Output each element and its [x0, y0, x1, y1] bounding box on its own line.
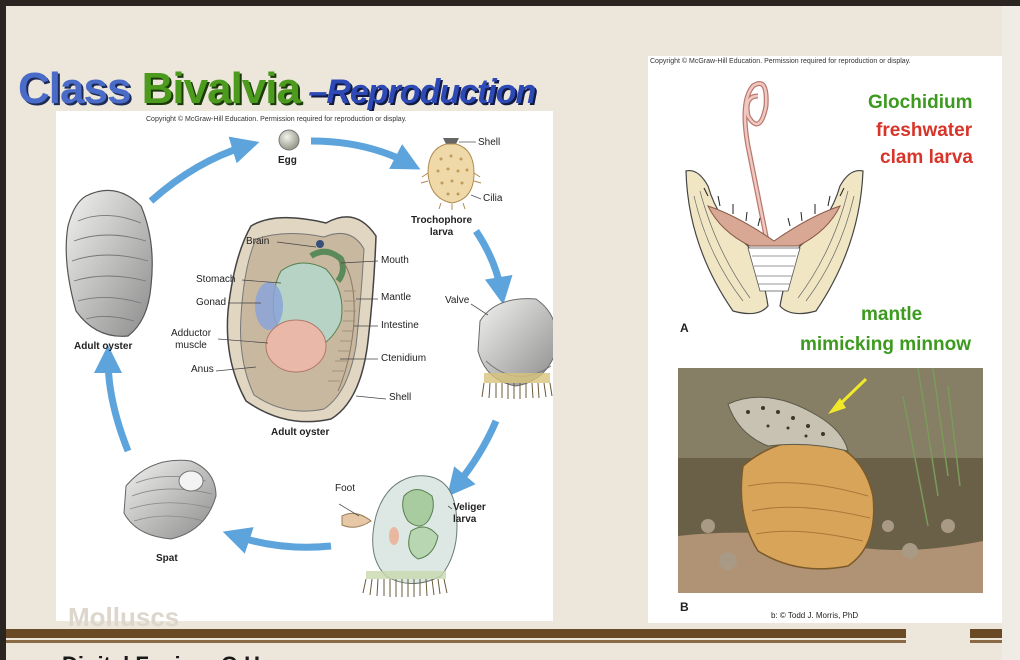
veliger-larva-illustration: [338, 475, 458, 597]
title-reproduction: –Reproduction: [299, 73, 536, 111]
label-freshwater: freshwater: [876, 120, 973, 141]
label-adductor: Adductor muscle: [171, 328, 212, 351]
label-brain: Brain: [246, 236, 270, 247]
arrow-valve-to-veliger: [447, 419, 500, 497]
label-glochidium: Glochidium: [868, 92, 973, 113]
left-copyright: Copyright © McGraw-Hill Education. Permi…: [146, 116, 407, 123]
photo-credit: b: © Todd J. Morris, PhD: [771, 611, 859, 620]
life-cycle-drawing: [65, 129, 553, 597]
label-valve: Valve: [445, 295, 470, 306]
label-ctenidium: Ctenidium: [381, 353, 427, 364]
label-stomach: Stomach: [196, 274, 236, 285]
label-mouth: Mouth: [381, 255, 409, 266]
adult-oyster-anatomy-illustration: [215, 216, 387, 423]
watermark-text: Molluscs: [68, 602, 180, 632]
label-intestine: Intestine: [381, 320, 419, 331]
title-class: Class: [18, 64, 142, 113]
label-shell-top: Shell: [478, 137, 501, 148]
bottom-rule-thin: [6, 640, 906, 643]
arrow-egg-to-trochophore: [310, 137, 421, 170]
arrow-spat-to-adult: [94, 345, 132, 453]
bottom-rule: [6, 629, 906, 638]
adult-oyster-left-illustration: [65, 189, 153, 337]
label-egg: Egg: [278, 155, 297, 166]
arrow-adult-to-egg: [148, 136, 260, 204]
label-letter-a: A: [680, 321, 689, 335]
glochidium-drawing: [678, 81, 983, 593]
slide-title: Class Bivalvia –Reproduction: [18, 64, 536, 114]
label-mantle: mantle: [861, 304, 923, 325]
label-spat: Spat: [156, 553, 178, 564]
arrow-veliger-to-spat: [222, 527, 332, 554]
label-trochophore: Trochophore larva: [411, 215, 473, 238]
title-bivalvia: Bivalvia: [141, 64, 301, 113]
spat-illustration: [123, 459, 217, 540]
glochidium-figure: Copyright © McGraw-Hill Education. Permi…: [648, 56, 1002, 623]
label-cilia: Cilia: [483, 193, 503, 204]
label-foot: Foot: [335, 483, 356, 494]
right-edge-strip: [1002, 6, 1020, 660]
label-veliger: Veliger larva: [453, 502, 486, 525]
label-clam-larva: clam larva: [880, 147, 973, 168]
label-mantle: Mantle: [381, 292, 412, 303]
life-cycle-figure: Copyright © McGraw-Hill Education. Permi…: [56, 111, 553, 621]
label-adult-oyster-center: Adult oyster: [271, 427, 330, 438]
label-anus: Anus: [191, 364, 214, 375]
label-mimicking-minnow: mimicking minnow: [800, 334, 972, 355]
footer-text: Digital Fusion: Q.H...: [62, 652, 278, 660]
label-adult-oyster-left: Adult oyster: [74, 341, 133, 352]
slide: Class Bivalvia –Reproduction Copyright ©…: [6, 6, 1002, 660]
bottom-rule-right: [970, 629, 1002, 638]
bottom-rule-right-thin: [970, 640, 1002, 643]
valve-larva-illustration: [470, 298, 553, 399]
label-shell-center: Shell: [389, 392, 412, 403]
label-gonad: Gonad: [196, 297, 227, 308]
label-letter-b: B: [680, 600, 689, 614]
egg-illustration: [278, 129, 300, 151]
arrow-trochophore-to-valve: [473, 229, 513, 305]
trochophore-illustration: [420, 138, 482, 210]
right-copyright: Copyright © McGraw-Hill Education. Permi…: [650, 58, 911, 65]
